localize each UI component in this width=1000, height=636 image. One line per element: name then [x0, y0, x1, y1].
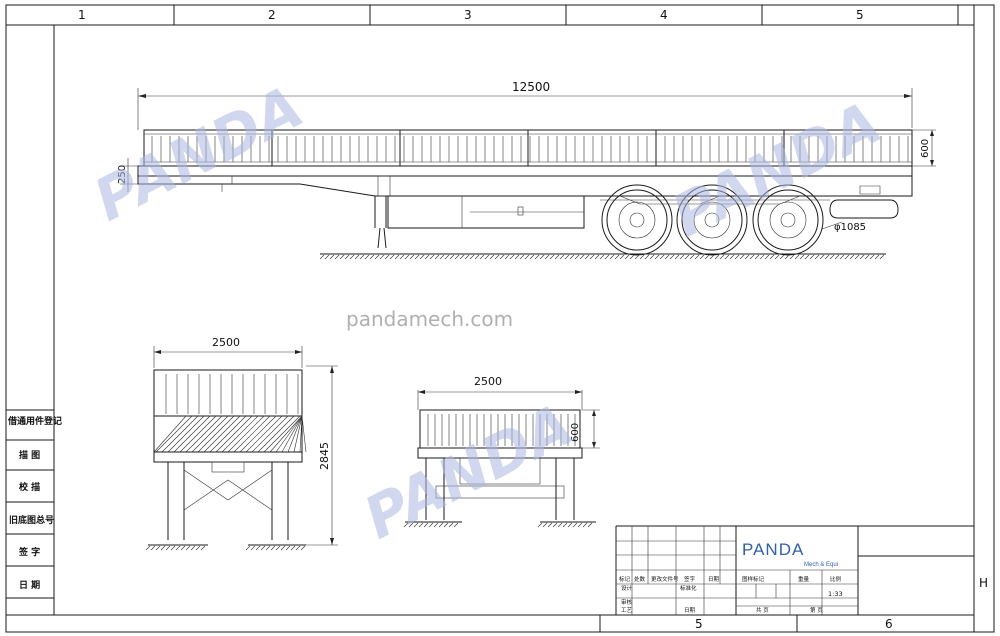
- rear-view: [145, 346, 338, 551]
- watermark-brand: PANDA: [353, 390, 583, 552]
- title-cell: 日期: [708, 576, 720, 583]
- front-bulkhead: [459, 457, 541, 485]
- dim-rear-width: 2500: [212, 336, 240, 349]
- title-cell: 图样标记: [742, 575, 765, 583]
- title-cell: 签字: [684, 575, 696, 583]
- front-view: [403, 390, 600, 528]
- grid-col-label: 3: [464, 8, 472, 22]
- wheel: [676, 184, 748, 256]
- title-cell: 设计: [621, 584, 633, 592]
- rear-side-rail: [153, 369, 303, 417]
- watermark-site: pandamech.com: [346, 307, 513, 331]
- title-scale: 1:33: [828, 590, 843, 598]
- landing-gear: [374, 196, 387, 249]
- title-cell: 审核: [621, 598, 633, 606]
- title-cell: 日期: [684, 607, 696, 614]
- title-cell: 第 页: [810, 606, 823, 614]
- title-cell: 工艺: [621, 607, 633, 614]
- side-panel-label: 描 图: [19, 449, 40, 461]
- side-panel-label: 借通用件登记: [7, 415, 62, 427]
- title-logo: PANDA: [742, 540, 804, 559]
- title-logo-tagline: Mech & Equi: [804, 562, 838, 568]
- grid-col-label: 5: [856, 8, 864, 22]
- rear-wheels: [167, 462, 289, 540]
- dim-wheel-diameter: φ1085: [834, 222, 866, 233]
- grid-col-label: 5: [695, 617, 703, 631]
- title-cell: 重量: [798, 575, 810, 583]
- drawing-frame: [5, 4, 995, 633]
- title-cell: 共 页: [756, 606, 769, 614]
- grid-col-label: 1: [78, 8, 86, 22]
- spare-tire: [829, 199, 899, 219]
- dim-side-height: 600: [920, 139, 931, 158]
- title-cell: 标准化: [680, 584, 697, 592]
- side-panel-label: 签 字: [18, 546, 40, 558]
- wheel: [601, 184, 673, 256]
- title-cell: 标记: [619, 575, 631, 583]
- side-view: [120, 88, 936, 260]
- title-cell: 更改文件号: [651, 575, 679, 583]
- grid-col-label: 2: [268, 8, 276, 22]
- dim-frame-height: 250: [117, 165, 128, 184]
- dim-front-side-height: 600: [570, 423, 581, 442]
- front-wheels: [425, 458, 575, 520]
- side-panel: [6, 25, 55, 615]
- chassis-beam: [137, 176, 913, 197]
- dim-overall-length: 12500: [512, 80, 550, 94]
- dim-front-width: 2500: [474, 375, 502, 388]
- grid-col-label: 6: [885, 617, 893, 631]
- watermark-brand: PANDA: [83, 72, 313, 234]
- wheel: [752, 184, 824, 256]
- title-block: [615, 525, 974, 615]
- side-panel-label: 校 描: [19, 481, 40, 493]
- side-panel-label: 旧底图总号: [9, 514, 54, 526]
- title-cell: 处数: [634, 575, 646, 583]
- grid-row-label: H: [979, 576, 988, 590]
- dim-total-height: 2845: [318, 442, 331, 470]
- grid-col-label: 4: [660, 8, 668, 22]
- side-panel-label: 日 期: [19, 579, 40, 591]
- suspension: [600, 195, 830, 205]
- deck-frame: [137, 165, 913, 177]
- title-cell: 比例: [830, 575, 842, 583]
